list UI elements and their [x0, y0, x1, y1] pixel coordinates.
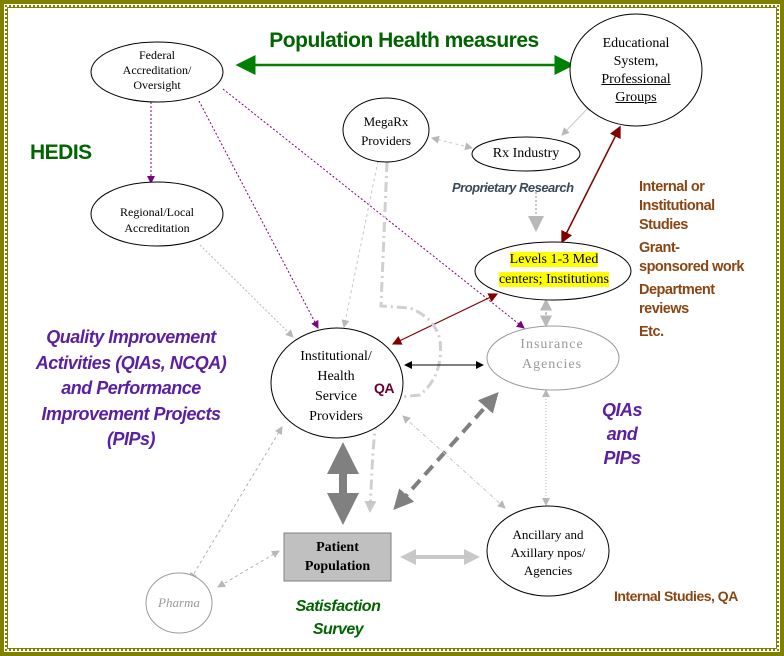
node-institutional-label: Institutional/ Health Service Providers: [284, 347, 388, 427]
node-regional-label: Regional/Local Accreditation: [100, 204, 214, 236]
label-line: PIPs: [603, 448, 641, 468]
label-line: Institutional: [639, 198, 715, 214]
federal-to-insurance-arrow: [222, 88, 525, 329]
label-line: Service: [315, 389, 357, 404]
federal-to-institutional-arrow: [198, 100, 319, 329]
label-line-highlighted: Levels 1-3 Med: [509, 252, 599, 267]
label-line: Accreditation: [124, 221, 190, 235]
node-pharma-label: Pharma: [158, 595, 200, 610]
label-line: Quality Improvement: [46, 327, 216, 347]
node-federal: [90, 41, 224, 103]
activity-grant-sponsored: Grant- sponsored work: [639, 239, 779, 277]
label-line: Accreditation/: [122, 63, 192, 77]
megarx-to-institutional-arrow: [341, 160, 379, 328]
label-line: Grant-: [639, 240, 680, 256]
node-pharma: [145, 572, 213, 634]
label-line: Etc.: [639, 324, 664, 340]
activity-internal-studies: Internal or Institutional Studies: [639, 178, 779, 235]
node-educational: [569, 13, 703, 127]
frame-border-inner: [5, 5, 779, 651]
frame-border-inner-line: [7, 7, 777, 649]
node-rx-industry-label: Rx Industry: [492, 146, 560, 161]
label-line: Axillary npos/: [510, 545, 586, 560]
quality-improvement-label: Quality Improvement Activities (QIAs, NC…: [14, 325, 248, 453]
label-line: and Performance: [61, 378, 201, 398]
label-line: Institutional/: [300, 349, 372, 364]
label-line: QIAs: [601, 400, 643, 420]
node-insurance-label: Insurance Agencies: [500, 335, 604, 375]
label-line: Activities (QIAs, NCQA): [35, 352, 227, 373]
label-line: Survey: [312, 621, 364, 638]
diagram-title: Population Health measures: [269, 29, 539, 52]
node-rx-industry: [471, 136, 581, 172]
label-line: Department: [639, 282, 715, 298]
node-levels-label: Levels 1-3 Med centers; Institutions: [484, 250, 624, 290]
right-activity-list: Internal or Institutional Studies Grant-…: [639, 178, 779, 342]
label-line: Internal or: [639, 179, 705, 195]
node-patient-label: Patient Population: [284, 538, 391, 576]
qa-label: QA: [374, 380, 395, 396]
label-line: Insurance: [520, 337, 584, 352]
label-line: Oversight: [133, 78, 181, 92]
label-line: Improvement Projects: [41, 403, 221, 424]
label-line: MegaRx: [363, 114, 409, 129]
regional-to-institutional-arrow: [199, 244, 294, 338]
proprietary-research-label: Proprietary Research: [452, 180, 574, 195]
activity-department-reviews: Department reviews: [639, 281, 779, 319]
node-insurance: [486, 325, 620, 391]
label-line: Federal: [139, 48, 175, 62]
satisfaction-survey-label: Satisfaction Survey: [278, 595, 398, 641]
hedis-label: HEDIS: [30, 141, 92, 164]
label-line: (PIPs): [106, 429, 156, 449]
node-patient: [283, 532, 392, 582]
label-line: Health: [317, 369, 355, 384]
institutional-ancillary-arrow: [402, 415, 506, 509]
insurance-patient-arrow: [393, 392, 499, 510]
label-line: reviews: [639, 301, 689, 317]
internal-studies-qa-label: Internal Studies, QA: [614, 588, 738, 604]
label-line: Groups: [615, 90, 657, 105]
label-line: Educational: [602, 36, 670, 51]
node-megarx: [342, 97, 430, 163]
label-line: Providers: [361, 133, 411, 148]
node-educational-label: Educational System, Professional Groups: [580, 35, 692, 107]
node-ancillary-label: Ancillary and Axillary npos/ Agencies: [494, 526, 602, 580]
node-institutional: [270, 327, 404, 439]
label-line: sponsored work: [639, 259, 745, 275]
megarx-rx-industry-arrow: [431, 135, 473, 151]
label-line: Studies: [639, 217, 688, 233]
label-line: and: [606, 424, 638, 444]
label-line-highlighted: centers; Institutions: [498, 272, 610, 287]
label-line: Patient: [316, 540, 359, 555]
label-line: Ancillary and: [512, 527, 584, 542]
label-line: Agencies: [521, 357, 583, 372]
node-regional: [90, 181, 224, 247]
label-line: System,: [613, 54, 659, 69]
label-line: Professional: [601, 72, 671, 87]
node-ancillary: [486, 505, 610, 597]
activity-etc: Etc.: [639, 323, 779, 342]
label-line: Providers: [309, 409, 363, 424]
node-megarx-label: MegaRx Providers: [348, 112, 424, 150]
label-line: Satisfaction: [295, 598, 381, 615]
node-federal-label: Federal Accreditation/ Oversight: [100, 48, 214, 93]
label-line: Population: [304, 559, 371, 574]
label-line: Agencies: [523, 563, 573, 578]
patient-pharma-arrow: [217, 550, 280, 588]
qias-pips-label: QIAs and PIPs: [590, 398, 654, 470]
levels-institutional-arrow: [391, 293, 499, 345]
label-line: Regional/Local: [120, 205, 194, 219]
educational-levels-arrow: [561, 125, 621, 244]
